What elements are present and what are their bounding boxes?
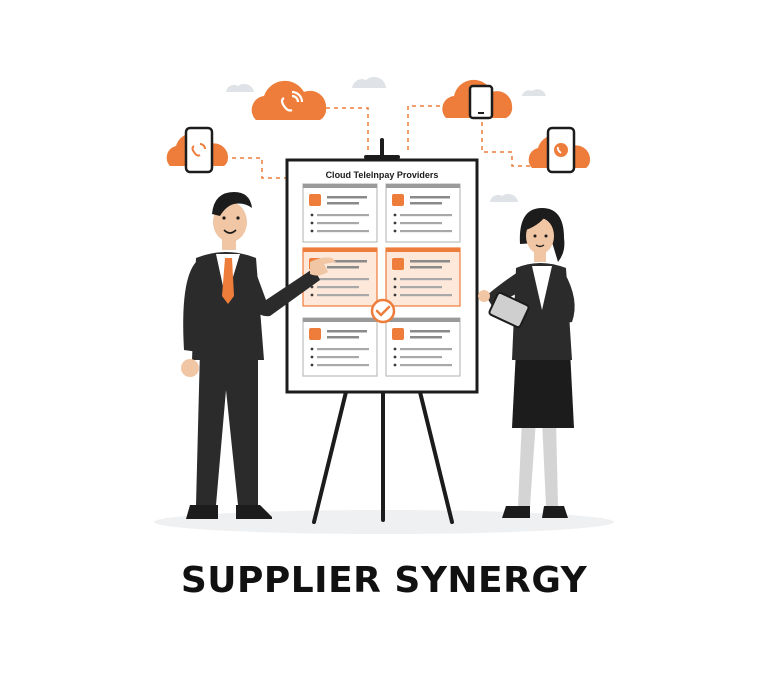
board-card bbox=[385, 247, 461, 307]
smartphone-icon bbox=[546, 126, 576, 174]
phone-call-icon bbox=[280, 90, 304, 112]
board-card bbox=[385, 317, 461, 377]
cloud-icon bbox=[309, 194, 321, 206]
businesswoman bbox=[478, 208, 575, 518]
tablet-icon bbox=[488, 291, 530, 329]
checklist-icon bbox=[392, 258, 404, 270]
chart-icon bbox=[392, 194, 404, 206]
board-card bbox=[385, 183, 461, 243]
cloud-smartphone-right bbox=[528, 126, 591, 174]
phone-doc-icon bbox=[392, 328, 404, 340]
cloud-smartphone-left bbox=[166, 126, 229, 174]
board-title: Cloud Telelnpay Providers bbox=[326, 170, 439, 180]
mail-icon bbox=[309, 328, 321, 340]
cloud-phone-call bbox=[251, 80, 327, 120]
check-badge-icon bbox=[370, 298, 396, 324]
easel bbox=[312, 138, 454, 524]
cloud-smartphone-top bbox=[442, 79, 513, 120]
decorative-grey-clouds bbox=[226, 76, 546, 202]
board-card bbox=[302, 317, 378, 377]
smartphone-call-icon bbox=[184, 126, 214, 174]
businessman bbox=[181, 192, 336, 519]
board-cards bbox=[302, 183, 461, 377]
caption-title: SUPPLIER SYNERGY bbox=[180, 560, 588, 601]
presentation-board: Cloud Telelnpay Providers bbox=[285, 158, 479, 394]
board-card bbox=[302, 183, 378, 243]
smartphone-icon bbox=[468, 84, 494, 120]
dashed-connectors bbox=[232, 105, 530, 179]
